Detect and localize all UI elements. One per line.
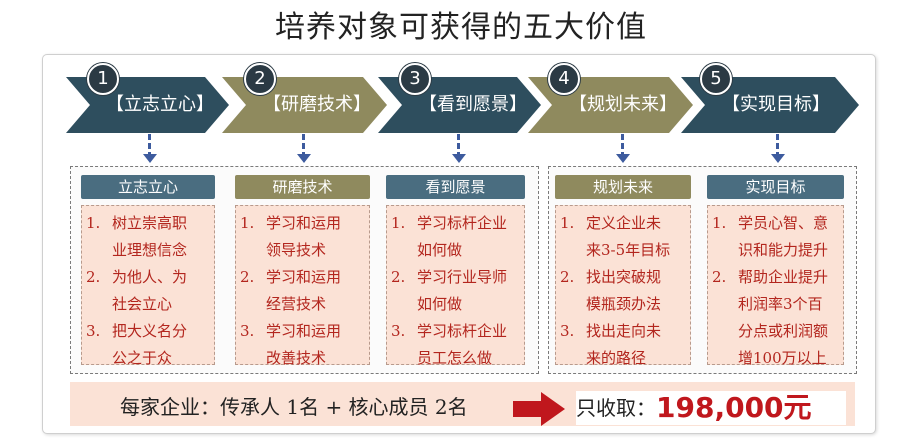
chevron-label-1: 【立志立心】 [106,94,214,115]
list-item: 3.学习标杆企业员工怎么做 [391,322,508,367]
chevron-label-2: 【研磨技术】 [263,94,371,115]
connector-line-5 [776,134,779,158]
list-item: 3.学习和运用改善技术 [240,322,342,367]
list-item: 1.定义企业未来3-5年目标 [560,214,671,259]
list-item: 2.学习行业导师如何做 [391,268,508,313]
column-body-4: 1.定义企业未来3-5年目标 2.找出突破规模瓶颈办法 3.找出走向未来的路径 [555,205,691,367]
price-value: 198,000元 [656,391,812,424]
list-item: 1.学习和运用领导技术 [240,214,342,259]
column-body-2: 1.学习和运用领导技术 2.学习和运用经营技术 3.学习和运用改善技术 [235,205,370,367]
connector-arrow-5 [771,154,785,163]
step-number-1: 1 [87,63,119,95]
column-header-5: 实现目标 [707,175,844,199]
list-item: 2.为他人、为社会立心 [86,268,188,313]
page-title: 培养对象可获得的五大价值 [275,10,647,45]
step-number-3: 3 [399,63,431,95]
column-header-1: 立志立心 [81,175,215,199]
connector-arrow-4 [616,154,630,163]
connector-arrow-2 [297,154,311,163]
price-prefix: 只收取： [576,396,656,420]
list-item: 1.树立崇高职业理想信念 [86,214,188,259]
list-item: 3.把大义名分公之于众 [86,322,188,367]
column-header-2: 研磨技术 [235,175,370,199]
column-header-3: 看到愿景 [386,175,525,199]
chevron-label-3: 【看到愿景】 [419,94,527,115]
list-item: 3.找出走向未来的路径 [560,322,662,367]
list-item: 1.学习标杆企业如何做 [391,214,508,259]
step-number-5: 5 [700,63,732,95]
connector-line-3 [457,134,460,158]
connector-line-1 [148,134,151,158]
column-body-1: 1.树立崇高职业理想信念 2.为他人、为社会立心 3.把大义名分公之于众 [81,205,215,367]
step-number-2: 2 [244,63,276,95]
step-number-4: 4 [548,63,580,95]
list-item: 2.找出突破规模瓶颈办法 [560,268,662,313]
connector-line-4 [621,134,624,158]
price-box: 只收取：198,000元 [576,391,846,425]
chevron-label-4: 【规划未来】 [569,94,677,115]
chevron-label-5: 【实现目标】 [722,94,830,115]
connector-arrow-3 [452,154,466,163]
list-item: 1.学员心智、意识和能力提升 [712,214,829,259]
column-header-4: 规划未来 [555,175,691,199]
connector-arrow-1 [143,154,157,163]
column-body-3: 1.学习标杆企业如何做 2.学习行业导师如何做 3.学习标杆企业员工怎么做 [386,205,525,367]
participants-text: 每家企业：传承人 1名 + 核心成员 2名 [120,395,468,419]
column-body-5: 1.学员心智、意识和能力提升 2.帮助企业提升利润率3个百分点或利润额增100万… [707,205,844,367]
right-arrow-icon [513,392,565,426]
connector-line-2 [302,134,305,158]
list-item: 2.学习和运用经营技术 [240,268,342,313]
list-item: 2.帮助企业提升利润率3个百分点或利润额增100万以上 [712,268,829,367]
